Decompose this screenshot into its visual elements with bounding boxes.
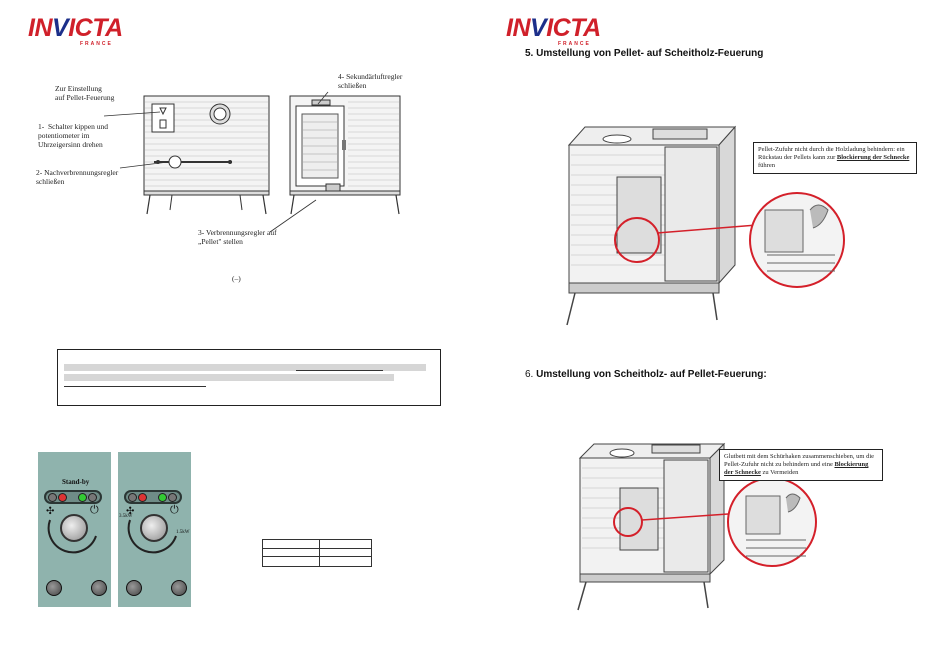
callout-6-text: Glutbett mit dem Schürhaken zusammenschi… bbox=[724, 453, 875, 468]
led-red-icon bbox=[138, 493, 147, 502]
table-row bbox=[263, 540, 371, 549]
knob-arc bbox=[47, 519, 97, 554]
power-label-right: 1.5kW bbox=[176, 530, 190, 535]
callout-5-tail: führen bbox=[758, 162, 775, 169]
right-button[interactable] bbox=[171, 580, 187, 596]
callout-section-6: Glutbett mit dem Schürhaken zusammenschi… bbox=[719, 449, 883, 481]
logo-subtitle-left: FRANCE bbox=[80, 41, 113, 47]
table-col-divider bbox=[319, 540, 320, 566]
power-icon[interactable]: ⏻ bbox=[90, 504, 99, 516]
control-panel-standby: Stand-by ✣ ⏻ bbox=[38, 452, 111, 607]
power-knob[interactable] bbox=[140, 514, 168, 542]
settings-table bbox=[262, 539, 372, 567]
led-grey-2-icon bbox=[168, 493, 177, 502]
note-redacted-line-1 bbox=[64, 364, 426, 371]
section-6-title: Umstellung von Scheitholz- auf Pellet-Fe… bbox=[536, 369, 767, 380]
knob-arc bbox=[127, 519, 177, 554]
standby-label: Stand-by bbox=[62, 478, 90, 486]
left-button[interactable] bbox=[126, 580, 142, 596]
power-label-left: 3.5kW bbox=[119, 514, 133, 519]
left-button[interactable] bbox=[46, 580, 62, 596]
callout-6-tail: zu Vermeiden bbox=[760, 469, 799, 476]
callout-section-5: Pellet-Zufuhr nicht durch die Holzladung… bbox=[753, 142, 917, 174]
callout-5-text: Pellet-Zufuhr nicht durch die Holzladung… bbox=[758, 146, 905, 161]
logo-subtitle-right: FRANCE bbox=[558, 41, 591, 47]
invicta-logo-right: INVICTA bbox=[506, 14, 601, 42]
led-red-icon bbox=[58, 493, 67, 502]
note-box bbox=[57, 349, 441, 406]
fan-icon: ✣ bbox=[46, 506, 55, 517]
step1-label: 1- Schalter kippen und potentiometer im … bbox=[38, 122, 108, 149]
step2-label: 2- Nachverbrennungsregler schließen bbox=[36, 168, 119, 186]
led-green-icon bbox=[78, 493, 87, 502]
note-underline-1 bbox=[296, 370, 383, 371]
section-5-heading: 5. Umstellung von Pellet- auf Scheitholz… bbox=[525, 48, 764, 59]
led-grey-1-icon bbox=[128, 493, 137, 502]
stove-image-wood-to-pellet bbox=[577, 442, 817, 611]
right-button[interactable] bbox=[91, 580, 107, 596]
led-green-icon bbox=[158, 493, 167, 502]
stove-image-pellet-to-wood bbox=[566, 125, 845, 326]
table-row bbox=[263, 548, 371, 557]
callout-5-bold: Blockierung der Schnecke bbox=[836, 154, 910, 161]
stove-side-diagram bbox=[289, 95, 401, 215]
step3-label: 3- Verbrennungsregler auf „Pellet" stell… bbox=[198, 228, 277, 246]
callout-6-bold: Blockierung der Schnecke bbox=[724, 461, 869, 476]
step4-label: 4- Sekundärluftregler schließen bbox=[338, 72, 403, 90]
pellet-setting-label: Zur Einstellung auf Pellet-Feuerung bbox=[55, 84, 115, 102]
control-panel-power: ✣ ⏻ 3.5kW 1.5kW bbox=[118, 452, 191, 607]
power-knob[interactable] bbox=[60, 514, 88, 542]
note-redacted-line-2 bbox=[64, 374, 394, 381]
led-grey-1-icon bbox=[48, 493, 57, 502]
fan-icon: ✣ bbox=[126, 506, 135, 517]
invicta-logo-left: INVICTA bbox=[28, 14, 123, 42]
section-6-number: 6. bbox=[525, 369, 534, 380]
power-icon[interactable]: ⏻ bbox=[170, 504, 179, 516]
note-underline-2 bbox=[64, 386, 206, 387]
section-6-heading: 6. Umstellung von Scheitholz- auf Pellet… bbox=[525, 369, 767, 380]
led-grey-2-icon bbox=[88, 493, 97, 502]
diagram-pointer-lines bbox=[103, 91, 329, 233]
figure-mark: (–) bbox=[232, 274, 241, 283]
